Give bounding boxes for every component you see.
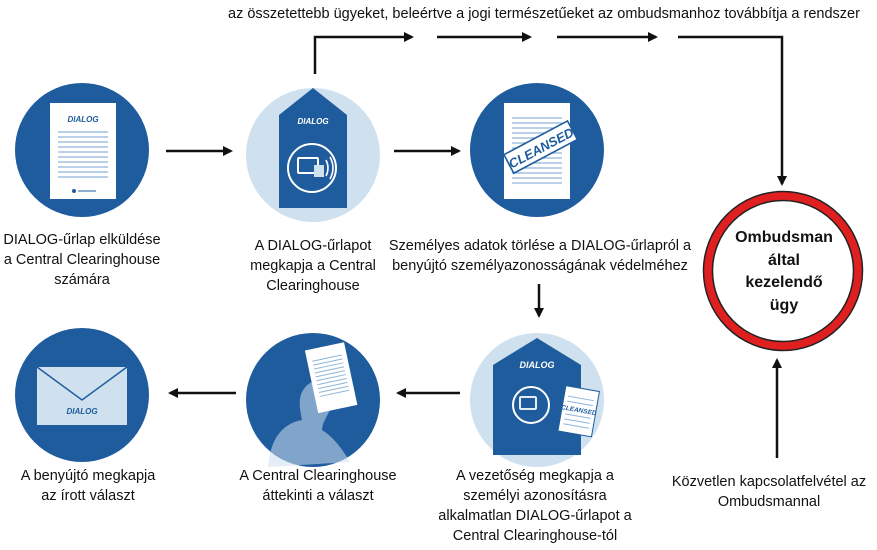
step5-label: A Central Clearinghouse áttekinti a vála… bbox=[239, 468, 397, 504]
doc-title-text: DIALOG bbox=[297, 117, 328, 126]
step5-clearinghouse-reviews-icon bbox=[246, 333, 380, 467]
ombudsman-label: Ombudsman által kezelendő ügy bbox=[735, 229, 833, 314]
step6-envelope-icon: DIALOG bbox=[15, 328, 149, 462]
doc-title-text: DIALOG bbox=[520, 360, 555, 370]
arrow-escalation-up bbox=[313, 32, 414, 74]
direct-contact-label: Közvetlen kapcsolatfelvétel az Ombudsman… bbox=[671, 474, 867, 510]
step2-clearinghouse-receives-icon: DIALOG bbox=[246, 88, 380, 222]
step6-label: A benyújtó megkapja az írott választ bbox=[20, 468, 156, 504]
doc-title-text: DIALOG bbox=[66, 407, 97, 416]
ombudsman-circle bbox=[702, 190, 864, 352]
step3-cleansed-form-icon: CLEANSED bbox=[470, 83, 604, 217]
doc-title-text: DIALOG bbox=[67, 115, 98, 124]
arrow-escalation-down bbox=[678, 35, 787, 186]
step2-label: A DIALOG-űrlapot megkapja a Central Clea… bbox=[250, 238, 376, 294]
step1-form-sent-icon: DIALOG bbox=[15, 83, 149, 217]
escalation-flow-label: az összetettebb ügyeket, beleértve a jog… bbox=[228, 6, 860, 22]
step4-label: A vezetőség megkapja a személyi azonosít… bbox=[438, 468, 632, 544]
step3-label: Személyes adatok törlése a DIALOG-űrlapr… bbox=[388, 238, 692, 274]
step4-management-receives-icon: DIALOG CLEANSED bbox=[470, 333, 604, 467]
flow-arrows bbox=[166, 32, 787, 458]
step1-label: DIALOG-űrlap elküldése a Central Clearin… bbox=[3, 232, 161, 288]
